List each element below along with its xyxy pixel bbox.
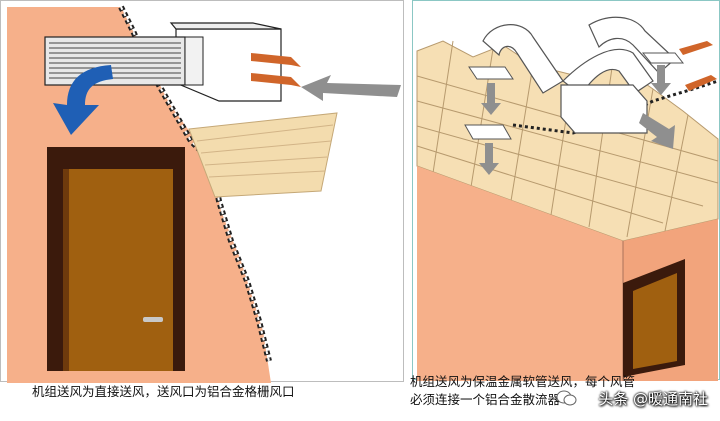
diffuser-left-bottom bbox=[464, 124, 512, 140]
grey-inlet-arrow bbox=[301, 75, 401, 101]
right-wall bbox=[417, 166, 623, 381]
diffuser-right bbox=[641, 52, 685, 64]
caption-left: 机组送风为直接送风，送风口为铝合金格栅风口 bbox=[32, 384, 295, 399]
left-diagram-illustration bbox=[7, 5, 401, 383]
down-arrow-1 bbox=[481, 83, 501, 115]
right-diagram-panel bbox=[412, 0, 720, 381]
ceiling-panel bbox=[188, 112, 338, 198]
return-air-arrows-right bbox=[679, 41, 717, 91]
right-ceiling-edge bbox=[512, 79, 719, 135]
caption-right-line2: 必须连接一个铝合金散流器 bbox=[410, 392, 561, 407]
right-diagram-illustration bbox=[416, 16, 719, 381]
door bbox=[47, 147, 185, 371]
blue-supply-arrow bbox=[53, 65, 113, 135]
watermark: 头条 @暖通南社 bbox=[598, 390, 708, 408]
left-diagram-panel bbox=[0, 0, 404, 383]
grey-inlet-arrow-right bbox=[639, 113, 675, 149]
diffuser-left-top bbox=[468, 66, 514, 80]
small-door bbox=[623, 259, 685, 377]
down-arrow-3 bbox=[651, 65, 671, 95]
return-air-arrows bbox=[251, 53, 301, 87]
aluminum-grille bbox=[44, 36, 204, 86]
plenum-box bbox=[560, 84, 648, 134]
down-arrow-2 bbox=[479, 143, 499, 175]
caption-right-line1: 机组送风为保温金属软管送风，每个风管 bbox=[410, 374, 636, 389]
wechat-icon bbox=[556, 389, 578, 407]
